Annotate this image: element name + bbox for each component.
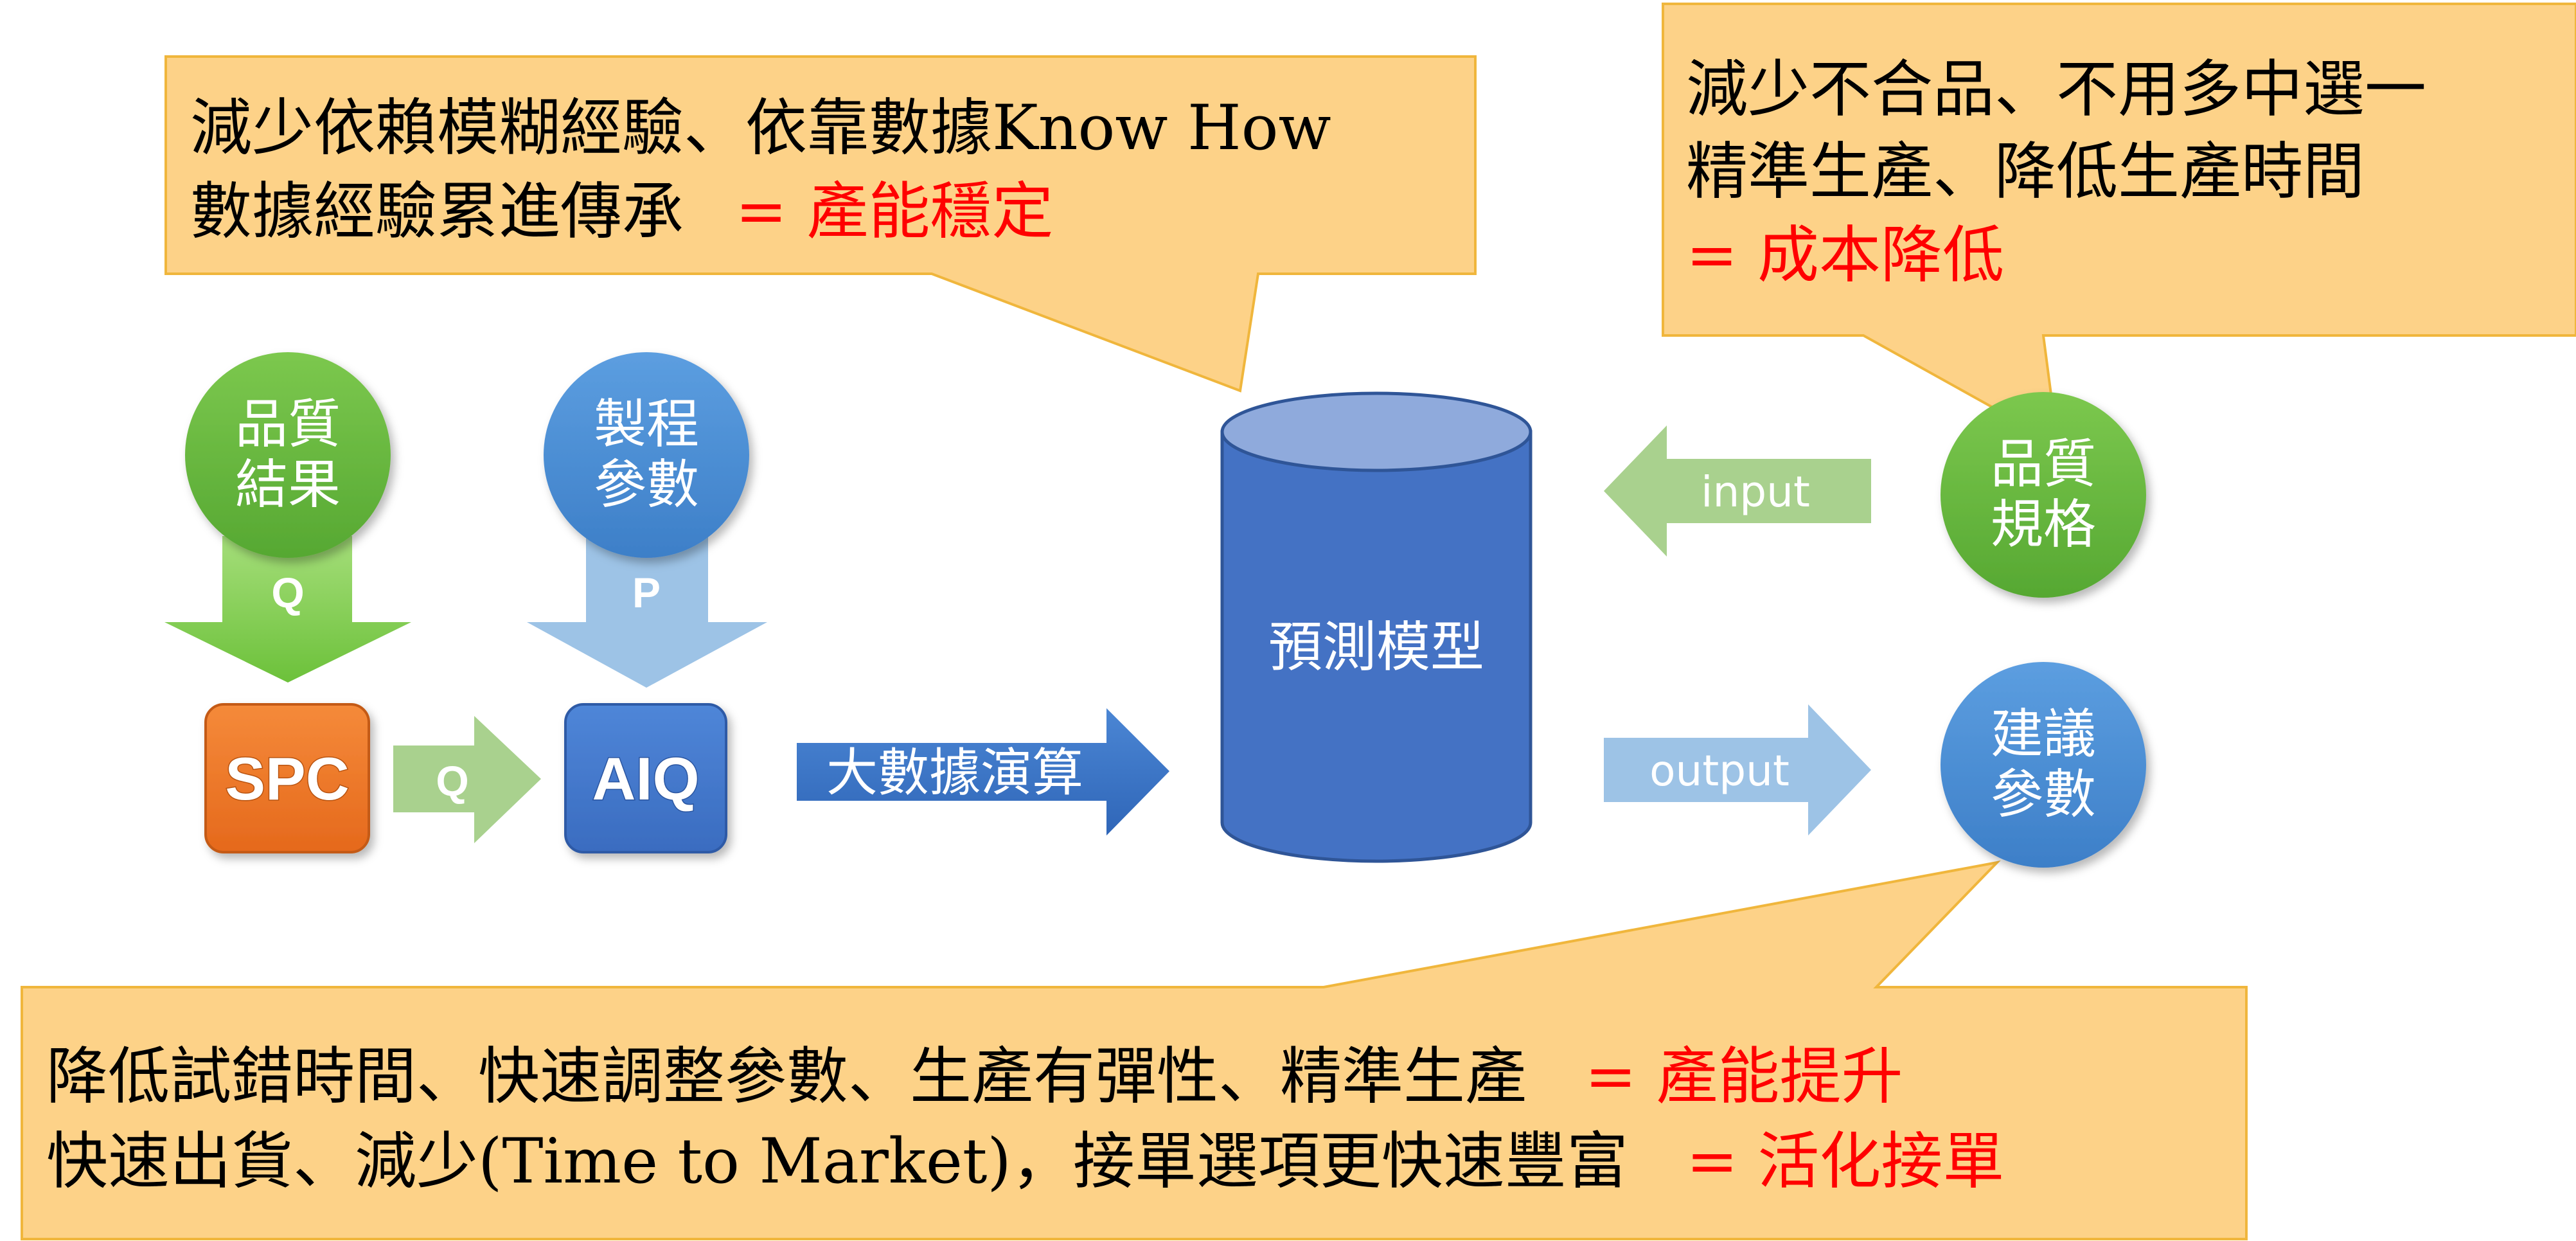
- callout-b-line2-text: 快速出貨、減少(Time to Market)，接單選項更快速豐富: [46, 1125, 1628, 1197]
- svg-text:品質: 品質: [235, 394, 341, 455]
- svg-text:P: P: [632, 569, 661, 616]
- node-quality-result: 品質 結果: [185, 352, 391, 558]
- callout-tl-line2-accent: = 產能穩定: [736, 175, 1054, 247]
- svg-text:參數: 參數: [1991, 764, 2096, 825]
- blue-circle-icon: [544, 352, 749, 558]
- callout-cost-reduction: 減少不合品、不用多中選一 精準生產、降低生產時間 = 成本降低: [1662, 3, 2576, 446]
- spc-box: SPC: [204, 703, 370, 853]
- svg-text:品質: 品質: [1991, 434, 2096, 495]
- svg-text:降低試錯時間、快速調整參數、生產有彈性、精準生產: 降低試錯時間、快速調整參數、生產有彈性、精準生產 = 產能提升: [46, 1040, 1903, 1112]
- blue-circle-icon: [1941, 662, 2146, 868]
- arrow-p-down: P: [527, 536, 767, 688]
- node-suggested-params: 建議 參數: [1941, 662, 2146, 868]
- callout-tr-line1: 減少不合品、不用多中選一: [1686, 53, 2426, 125]
- arrow-input: input: [1604, 425, 1871, 557]
- callout-tr-line3-accent: = 成本降低: [1686, 219, 2004, 291]
- svg-text:SPC: SPC: [225, 745, 349, 812]
- callout-tr-line2: 精準生產、降低生產時間: [1686, 136, 2365, 208]
- arrow-q-right: Q: [393, 716, 541, 843]
- callout-capacity-up: 降低試錯時間、快速調整參數、生產有彈性、精準生產 = 產能提升 快速出貨、減少(…: [21, 860, 2248, 1240]
- green-circle-icon: [1941, 392, 2146, 598]
- svg-text:AIQ: AIQ: [592, 745, 699, 812]
- svg-text:Q: Q: [271, 569, 304, 616]
- svg-text:Q: Q: [436, 757, 468, 805]
- callout-tl-line2-text: 數據經驗累進傳承: [190, 175, 684, 247]
- arrow-output: output: [1604, 704, 1871, 835]
- svg-text:大數據演算: 大數據演算: [826, 743, 1083, 803]
- node-process-params: 製程 參數: [544, 352, 749, 558]
- arrow-q-down: Q: [164, 536, 411, 683]
- green-circle-icon: [185, 352, 391, 558]
- node-quality-spec: 品質 規格: [1941, 392, 2146, 598]
- prediction-model-cylinder: 預測模型: [1220, 391, 1532, 863]
- svg-text:製程: 製程: [594, 394, 699, 455]
- svg-text:參數: 參數: [594, 454, 699, 515]
- svg-text:規格: 規格: [1991, 494, 2096, 555]
- callout-b-line2-accent: = 活化接單: [1686, 1125, 2004, 1197]
- callout-b-line1-text: 降低試錯時間、快速調整參數、生產有彈性、精準生產: [46, 1040, 1527, 1112]
- callout-capacity-stable: 減少依賴模糊經驗、依靠數據Know How 數據經驗累進傳承 = 產能穩定: [164, 55, 1477, 393]
- callout-tl-line1: 減少依賴模糊經驗、依靠數據Know How: [190, 92, 1331, 164]
- aiq-box: AIQ: [564, 703, 727, 853]
- arrow-big-data: 大數據演算: [797, 708, 1169, 835]
- svg-text:快速出貨、減少(Time to Market)，接單選項更快: 快速出貨、減少(Time to Market)，接單選項更快速豐富 = 活化接單: [46, 1125, 2004, 1197]
- model-label: 預測模型: [1268, 616, 1484, 679]
- callout-b-line1-accent: = 產能提升: [1585, 1040, 1903, 1112]
- svg-text:input: input: [1701, 467, 1810, 517]
- svg-text:output: output: [1649, 746, 1790, 796]
- svg-text:結果: 結果: [235, 454, 341, 515]
- svg-text:數據經驗累進傳承 = 產能穩定: 數據經驗累進傳承 = 產能穩定: [190, 175, 1053, 247]
- svg-text:建議: 建議: [1991, 704, 2096, 765]
